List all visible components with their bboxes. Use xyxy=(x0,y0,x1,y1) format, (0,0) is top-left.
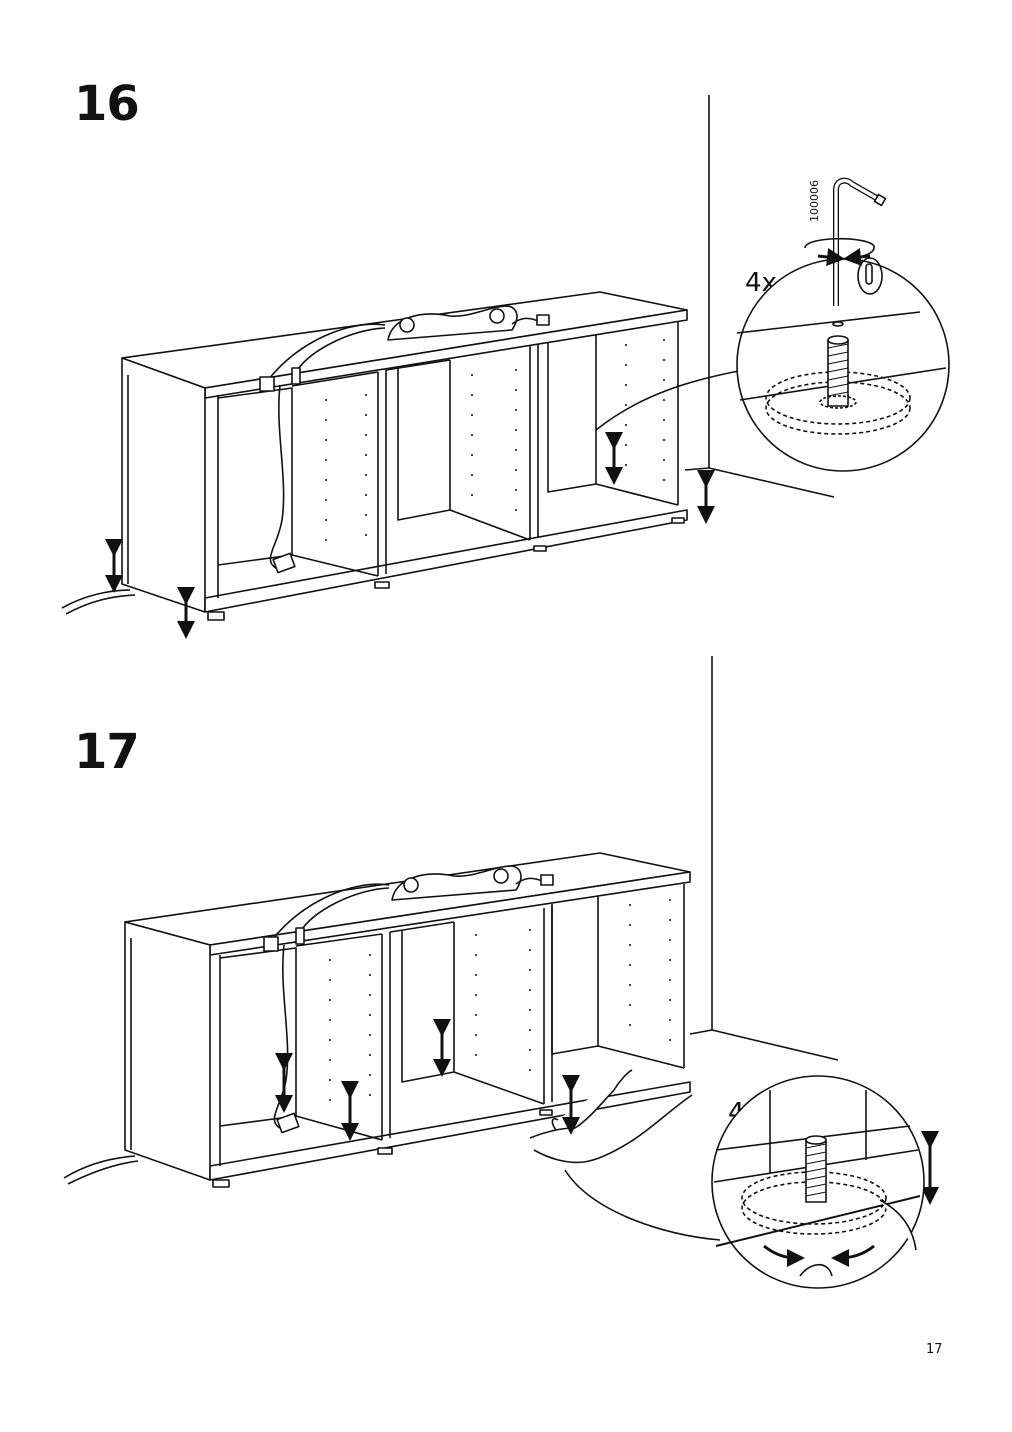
adjustable-foot-detail xyxy=(736,258,950,472)
step-16-scene xyxy=(61,95,950,639)
allen-key-icon xyxy=(833,177,887,306)
up-down-arrow-icon xyxy=(275,1019,939,1205)
hand-icon xyxy=(529,1069,693,1164)
rotate-arrows-icon xyxy=(804,237,883,295)
step-16-number: 16 xyxy=(74,76,140,132)
wall-corner xyxy=(684,95,835,498)
page-number: 17 xyxy=(926,1342,943,1357)
step-17-scene xyxy=(63,656,939,1289)
adjustable-foot-detail xyxy=(711,1075,925,1289)
rotate-arrows-icon xyxy=(763,1244,875,1267)
step-17-number: 17 xyxy=(74,724,140,780)
cabinet-illustration xyxy=(121,291,688,621)
wall-corner xyxy=(689,656,839,1061)
